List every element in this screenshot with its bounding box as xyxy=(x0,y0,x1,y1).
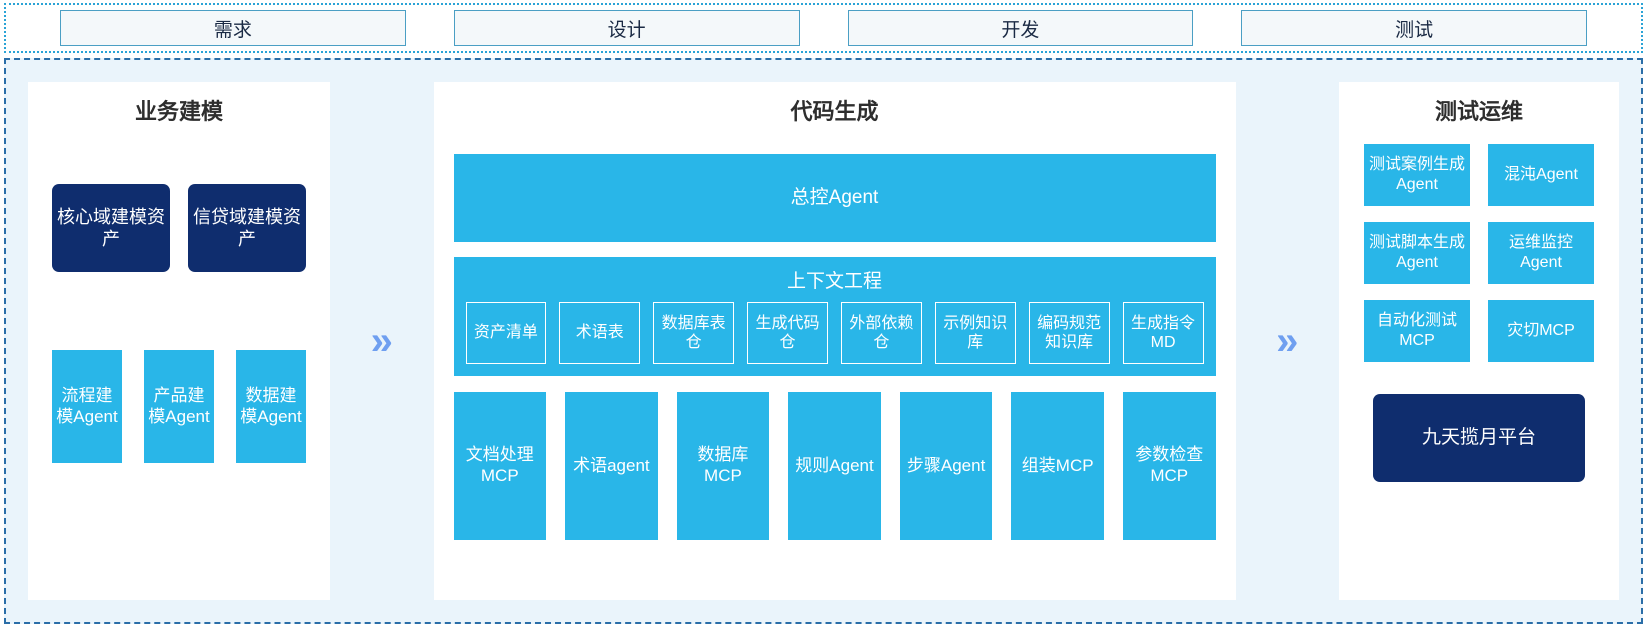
ctx-glossary[interactable]: 术语表 xyxy=(559,302,641,364)
phase-box-development[interactable]: 开发 xyxy=(847,10,1194,46)
disaster-switch-mcp[interactable]: 灾切MCP xyxy=(1488,300,1594,362)
panel-test-operations: 测试运维 测试案例生成Agent 混沌Agent 测试脚本生成Agent 运维监… xyxy=(1339,82,1619,600)
test-operations-body: 测试案例生成Agent 混沌Agent 测试脚本生成Agent 运维监控Agen… xyxy=(1339,132,1619,482)
tool-glossary-agent[interactable]: 术语agent xyxy=(565,392,658,540)
phase-box-requirements[interactable]: 需求 xyxy=(60,10,406,46)
code-generation-tool-row: 文档处理MCP 术语agent 数据库MCP 规则Agent 步骤Agent 组… xyxy=(453,392,1216,540)
ctx-example-knowledge-base[interactable]: 示例知识库 xyxy=(934,302,1016,364)
phase-strip: 需求 设计 开发 测试 xyxy=(4,3,1643,53)
tool-step-agent[interactable]: 步骤Agent xyxy=(899,392,993,540)
panel-title-code-generation: 代码生成 xyxy=(790,99,879,124)
ctx-asset-inventory[interactable]: 资产清单 xyxy=(465,302,547,364)
test-script-generation-agent[interactable]: 测试脚本生成Agent xyxy=(1364,222,1470,284)
test-operations-grid: 测试案例生成Agent 混沌Agent 测试脚本生成Agent 运维监控Agen… xyxy=(1364,144,1594,362)
main-frame: 业务建模 核心域建模资产 信贷域建模资产 流程建模Agent 产品建模Agent… xyxy=(4,58,1643,624)
ctx-generated-code-repo[interactable]: 生成代码仓 xyxy=(747,302,828,364)
tool-document-processing-mcp[interactable]: 文档处理MCP xyxy=(453,392,547,540)
ctx-external-dependency-repo[interactable]: 外部依赖仓 xyxy=(841,302,922,364)
phase-box-testing[interactable]: 测试 xyxy=(1241,10,1587,46)
panel-title-business-modeling: 业务建模 xyxy=(134,99,223,124)
phase-box-design[interactable]: 设计 xyxy=(453,10,800,46)
double-chevron-right-icon-2: » xyxy=(1276,319,1299,363)
asset-core-domain[interactable]: 核心域建模资产 xyxy=(52,184,170,272)
ctx-coding-standard-knowledge-base[interactable]: 编码规范知识库 xyxy=(1028,302,1110,364)
jiutian-lanyue-platform[interactable]: 九天揽月平台 xyxy=(1373,394,1585,482)
ctx-generation-instruction-md[interactable]: 生成指令MD xyxy=(1122,302,1204,364)
panel-code-generation: 代码生成 总控Agent 上下文工程 资产清单 术语表 数据库表仓 生成代码仓 … xyxy=(433,82,1236,600)
context-engineering-title: 上下文工程 xyxy=(786,271,882,292)
agent-data-modeling[interactable]: 数据建模Agent xyxy=(236,350,306,463)
double-chevron-right-icon-1: » xyxy=(370,319,393,363)
ctx-db-table-repo[interactable]: 数据库表仓 xyxy=(653,302,735,364)
agent-process-modeling[interactable]: 流程建模Agent xyxy=(52,350,122,463)
context-engineering-block: 上下文工程 资产清单 术语表 数据库表仓 生成代码仓 外部依赖仓 示例知识库 编… xyxy=(453,257,1216,376)
agent-product-modeling[interactable]: 产品建模Agent xyxy=(144,350,214,463)
context-engineering-items: 资产清单 术语表 数据库表仓 生成代码仓 外部依赖仓 示例知识库 编码规范知识库… xyxy=(465,302,1204,364)
panel-business-modeling: 业务建模 核心域建模资产 信贷域建模资产 流程建模Agent 产品建模Agent… xyxy=(28,82,330,600)
business-agent-row: 流程建模Agent 产品建模Agent 数据建模Agent xyxy=(52,350,306,463)
code-generation-body: 总控Agent 上下文工程 资产清单 术语表 数据库表仓 生成代码仓 外部依赖仓… xyxy=(434,132,1236,540)
panel-title-test-operations: 测试运维 xyxy=(1434,99,1523,124)
tool-database-mcp[interactable]: 数据库MCP xyxy=(676,392,770,540)
tool-parameter-check-mcp[interactable]: 参数检查MCP xyxy=(1122,392,1216,540)
tool-assembly-mcp[interactable]: 组装MCP xyxy=(1011,392,1104,540)
ops-monitoring-agent[interactable]: 运维监控Agent xyxy=(1488,222,1594,284)
asset-credit-domain[interactable]: 信贷域建模资产 xyxy=(188,184,306,272)
test-case-generation-agent[interactable]: 测试案例生成Agent xyxy=(1364,144,1470,206)
business-asset-row: 核心域建模资产 信贷域建模资产 xyxy=(52,184,306,272)
automated-test-mcp[interactable]: 自动化测试MCP xyxy=(1364,300,1470,362)
chaos-agent[interactable]: 混沌Agent xyxy=(1488,144,1594,206)
master-control-agent[interactable]: 总控Agent xyxy=(453,154,1216,242)
tool-rule-agent[interactable]: 规则Agent xyxy=(788,392,881,540)
